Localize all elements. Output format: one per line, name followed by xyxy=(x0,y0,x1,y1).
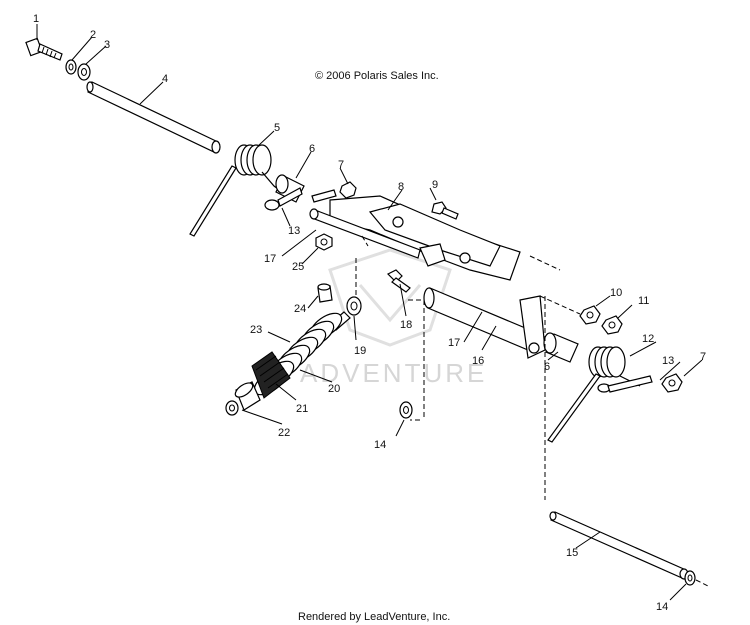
callout-15: 15 xyxy=(566,547,578,559)
callout-22: 22 xyxy=(278,427,290,439)
callouts: 1 2 3 4 5 6 7 8 9 10 11 12 13 7 13 17 25… xyxy=(33,13,706,613)
callout-13: 13 xyxy=(288,225,300,237)
callout-4: 4 xyxy=(162,73,168,85)
part-9-bolt xyxy=(431,201,459,220)
callout-3: 3 xyxy=(104,39,110,51)
callout-14-bottom: 14 xyxy=(656,601,668,613)
callout-6: 6 xyxy=(309,143,315,155)
part-6-bushing-right xyxy=(543,332,579,363)
callout-5: 5 xyxy=(274,122,280,134)
callout-16: 16 xyxy=(472,355,484,367)
part-15-shaft xyxy=(549,511,689,580)
callout-14: 14 xyxy=(374,439,386,451)
callout-17: 17 xyxy=(264,253,276,265)
callout-24: 24 xyxy=(294,303,306,315)
part-5-torsion-spring xyxy=(189,144,283,237)
part-2-washer xyxy=(65,59,77,75)
part-24-spacer xyxy=(317,283,333,303)
part-13-bolt xyxy=(264,187,303,211)
part-23-top-cap xyxy=(234,382,254,398)
footer-text: Rendered by LeadVenture, Inc. xyxy=(298,611,450,623)
part-18-bolt xyxy=(386,269,411,293)
part-3-washer xyxy=(77,63,91,81)
assembly-lines xyxy=(355,235,709,587)
part-16-cross-shaft xyxy=(423,287,546,359)
callout-11: 11 xyxy=(638,295,649,307)
part-1-bolt xyxy=(25,37,63,61)
callout-7: 7 xyxy=(338,159,344,171)
callout-21: 21 xyxy=(296,403,308,415)
part-4-shaft xyxy=(86,81,221,154)
callout-18: 18 xyxy=(400,319,412,331)
part-8-bracket xyxy=(309,195,521,281)
part-7-nut-right xyxy=(661,373,683,393)
part-12-torsion-spring xyxy=(547,346,641,443)
callout-19: 19 xyxy=(354,345,366,357)
callout-2: 2 xyxy=(90,29,96,41)
callout-7-right: 7 xyxy=(700,351,706,363)
part-11-nut xyxy=(601,315,623,335)
leader-lines xyxy=(36,24,703,601)
callout-1: 1 xyxy=(33,13,39,25)
callout-9: 9 xyxy=(432,179,438,191)
callout-8: 8 xyxy=(398,181,404,193)
callout-23: 23 xyxy=(250,324,262,336)
part-25-nut xyxy=(315,233,333,251)
part-13-bolt-right xyxy=(597,375,653,393)
callout-10: 10 xyxy=(610,287,622,299)
part-14-washer xyxy=(399,401,413,419)
callout-12: 12 xyxy=(642,333,654,345)
part-10-nut xyxy=(579,305,601,325)
copyright-text: © 2006 Polaris Sales Inc. xyxy=(315,70,439,82)
watermark-text: ADVENTURE xyxy=(300,358,487,388)
part-21-body xyxy=(251,351,291,399)
callout-25: 25 xyxy=(292,261,304,273)
callout-17-lower: 17 xyxy=(448,337,460,349)
part-14-washer-bottom xyxy=(684,570,696,586)
shock-absorber xyxy=(225,296,362,416)
callout-20: 20 xyxy=(328,383,340,395)
part-7-nut xyxy=(311,181,357,203)
callout-13-right: 13 xyxy=(662,355,674,367)
callout-6-right: 6 xyxy=(544,361,550,373)
watermark-logo: ADVENTURE xyxy=(300,248,487,388)
